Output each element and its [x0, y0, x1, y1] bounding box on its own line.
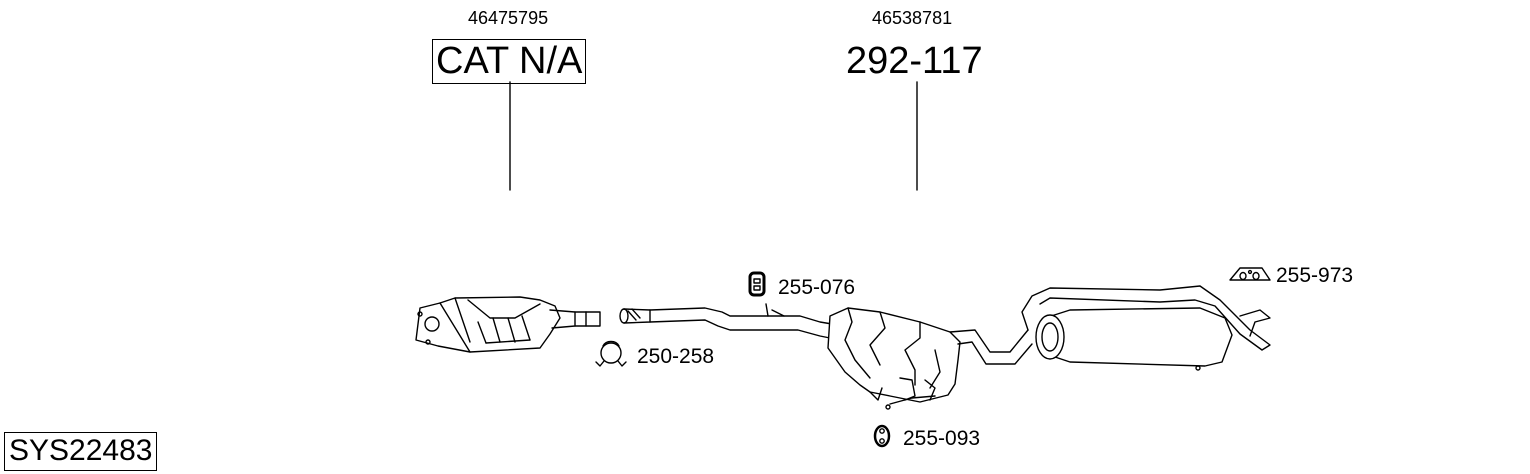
rubber-mount-icon — [1229, 267, 1271, 281]
rubber-ring-hanger-icon — [873, 424, 891, 448]
part-label-255-093[interactable]: 255-093 — [903, 427, 981, 450]
part-number-292-117[interactable]: 292-117 — [846, 40, 983, 82]
part-label-255-076[interactable]: 255-076 — [778, 276, 856, 299]
oem-number-cat: 46475795 — [468, 8, 549, 28]
rear-silencer — [1021, 285, 1271, 371]
clamp-icon — [595, 340, 627, 367]
catalytic-converter — [415, 296, 601, 353]
part-number-cat[interactable]: CAT N/A — [432, 39, 587, 84]
middle-pipe-silencer — [619, 303, 1033, 410]
part-label-250-258[interactable]: 250-258 — [637, 345, 715, 368]
part-label-255-973[interactable]: 255-973 — [1276, 264, 1354, 287]
system-code: SYS22483 — [4, 432, 158, 471]
oem-number-292-117: 46538781 — [872, 8, 953, 28]
rubber-hanger-icon — [748, 271, 766, 297]
